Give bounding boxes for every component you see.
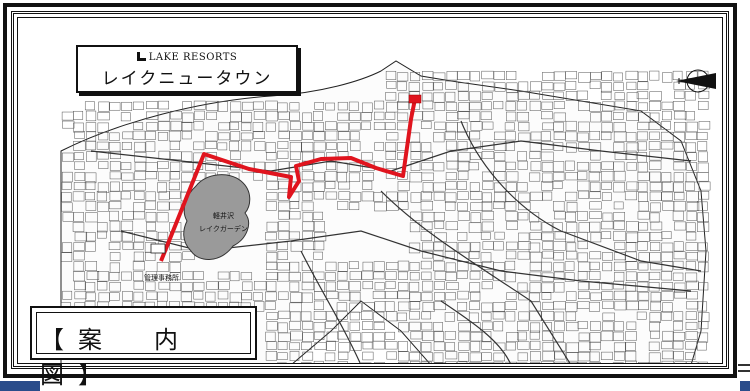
route-line [159,98,417,262]
destination-marker [408,94,422,104]
north-arrow-icon [676,69,716,93]
right-dash-mark [738,364,750,372]
logo-panel: LAKE RESORTS レイクニュータウン [76,45,298,93]
brand-name: LAKE RESORTS [148,52,238,63]
roads [90,120,702,363]
right-bottom-bar [740,381,750,391]
land-outline [60,60,707,363]
lake [183,174,251,260]
lake-resorts-logo-icon [136,52,146,61]
garden-label-1: 軽井沢 [213,211,234,220]
outer-frame [3,3,737,378]
guide-label-box: 【案 内 図】 [30,306,257,389]
map-canvas: 軽井沢 レイクガーデン 管理事務所 [60,60,716,363]
town-name: レイクニュータウン [101,69,273,89]
map-panel: 軽井沢 レイクガーデン 管理事務所 LAKE RESORTS レイクニュータウン [17,17,723,364]
parcel-grid [60,70,711,363]
office-marker [150,243,166,254]
guide-label: 【案 内 図】 [40,326,230,389]
garden-label-2: レイクガーデン [199,224,248,233]
inner-frame [11,11,729,369]
left-bottom-bar [0,381,40,391]
office-label: 管理事務所 [144,273,179,282]
